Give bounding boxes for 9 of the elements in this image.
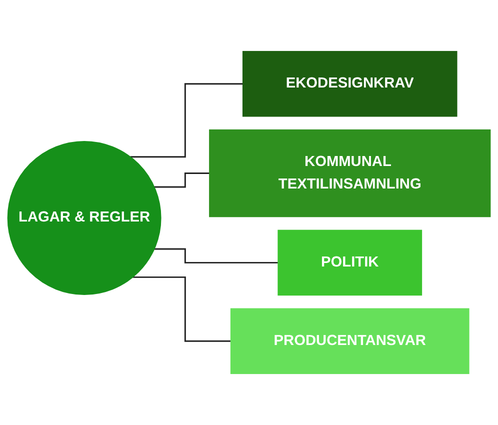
- node-box: POLITIK: [278, 230, 422, 296]
- node-box: KOMMUNAL TEXTILINSAMNLING: [209, 129, 491, 218]
- connector: [154, 172, 210, 188]
- node-circle: LAGAR & REGLER: [7, 141, 162, 295]
- node-box: PRODUCENTANSVAR: [230, 308, 470, 374]
- connector: [154, 248, 279, 264]
- connector: [132, 276, 232, 342]
- node-box: EKODESIGNKRAV: [242, 50, 458, 117]
- connector: [130, 83, 244, 158]
